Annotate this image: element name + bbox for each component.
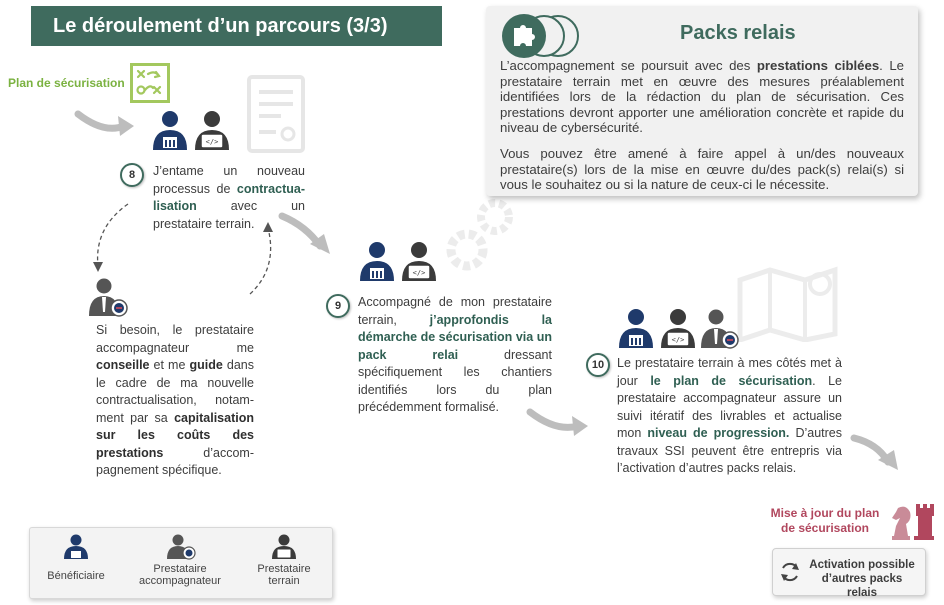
terrain-provider-icon: </> <box>402 242 436 281</box>
step-10-text-a: Le prestataire terrain à mes côtés met à… <box>617 356 842 388</box>
side-text-g: d’accom-pagnement spécifique. <box>96 445 254 478</box>
side-highlight-conseille: conseille <box>96 358 150 372</box>
step-10-highlight-niveau: niveau de progression. <box>647 426 790 440</box>
step-10-highlight-plan: le plan de sécurisation <box>650 373 813 388</box>
step-8-text: J’entame un nouveau processus de contrac… <box>153 163 305 233</box>
puzzle-icon <box>502 14 579 58</box>
step-8-highlight: contractua-lisation <box>153 181 305 214</box>
side-text-a: Si besoin, le prestataire accompagnateur… <box>96 323 254 355</box>
step-8-text-c: avec un prestataire terrain. <box>153 199 305 231</box>
packs-p1-text-a: L’accompagnement se poursuit avec des <box>500 58 757 73</box>
packs-relais-paragraph-1: L’accompagnement se poursuit avec des pr… <box>500 58 904 136</box>
accompagnateur-icon <box>701 309 739 349</box>
legend-accompagnateur-icon <box>167 534 196 560</box>
step-10-text-c: . Le prestataire accompagnateur assure u… <box>617 373 842 441</box>
legend-terrain-label: Prestataire terrain <box>257 563 311 587</box>
gears-background-icon <box>446 199 513 271</box>
activation-label: Activation possible d’autres packs relai… <box>809 559 915 599</box>
step-8-text-a: J’entame un nouveau processus de <box>153 164 305 196</box>
plan-label: Plan de sécurisation <box>8 76 125 90</box>
step-9-text-a: Accompagné de mon prestataire terrain, <box>358 295 552 327</box>
step-9-text: Accompagné de mon prestataire terrain, j… <box>358 294 552 417</box>
page-title: Le déroulement d’un parcours (3/3) <box>31 6 442 46</box>
packs-relais-title: Packs relais <box>680 22 796 44</box>
packs-relais-paragraph-2: Vous pouvez être amené à faire appel à u… <box>500 146 904 192</box>
beneficiary-and-terrain-icons: </> <box>153 111 229 150</box>
plan-update-label: Mise à jour du plan de sécurisation <box>770 506 880 535</box>
packs-p1-highlight: prestations ciblées <box>756 58 880 73</box>
step-10-text: Le prestataire terrain à mes côtés met à… <box>617 355 842 478</box>
beneficiary-icon <box>360 242 394 281</box>
legend-accompagnateur-label: Prestataire accompagnateur <box>139 563 221 587</box>
side-highlight-guide: guide <box>189 358 223 372</box>
beneficiary-icon <box>153 111 187 150</box>
terrain-provider-icon: </> <box>195 111 229 150</box>
legend-beneficiary-label: Bénéficiaire <box>47 570 105 582</box>
step-10-text-e: D’autres travaux SSI peuvent être entrep… <box>617 426 842 475</box>
packs-p1-text-c: . Le prestataire terrain met en œuvre de… <box>500 58 905 135</box>
dashed-loop-arrows <box>93 203 273 295</box>
terrain-provider-icon: </> <box>661 309 695 348</box>
step-8-number: 8 <box>120 163 144 187</box>
map-background-icon <box>737 266 838 342</box>
arrow-to-step9-icon <box>278 212 330 254</box>
svg-text:</>: </> <box>413 269 426 277</box>
side-highlight-capitalisation: capitalisation sur les coûts des prestat… <box>96 410 254 460</box>
step-10-persons-icons: </> <box>619 309 739 349</box>
step-9-persons-icons: </> <box>360 242 436 281</box>
step-10-number: 10 <box>586 353 610 377</box>
activation-box <box>772 548 926 596</box>
chess-pieces-icon <box>892 504 934 540</box>
refresh-icon <box>781 562 799 582</box>
strategy-board-icon <box>130 63 170 103</box>
step-9-text-c: dressant spécifiquement les chantiers id… <box>358 347 552 415</box>
arrow-to-step10-icon <box>526 408 588 436</box>
legend-terrain-icon <box>272 534 296 559</box>
arrow-to-outcome-icon <box>850 434 898 470</box>
accompagnateur-icon <box>89 278 128 317</box>
page-title-text: Le déroulement d’un parcours (3/3) <box>53 14 388 37</box>
accompagnateur-side-text: Si besoin, le prestataire accompagnateur… <box>96 322 254 480</box>
side-text-c: et me <box>149 358 190 372</box>
svg-text:</>: </> <box>672 336 685 344</box>
step-9-highlight: j’approfondis la démarche de sécurisatio… <box>358 312 552 362</box>
step-9-number: 9 <box>326 294 350 318</box>
side-text-e: dans le cadre de ma nouvelle contractual… <box>96 358 254 425</box>
legend-beneficiary-icon <box>64 534 88 559</box>
arrow-to-step8-icon <box>74 110 134 136</box>
document-background-icon <box>247 75 305 153</box>
svg-text:</>: </> <box>206 138 219 146</box>
beneficiary-icon <box>619 309 653 348</box>
